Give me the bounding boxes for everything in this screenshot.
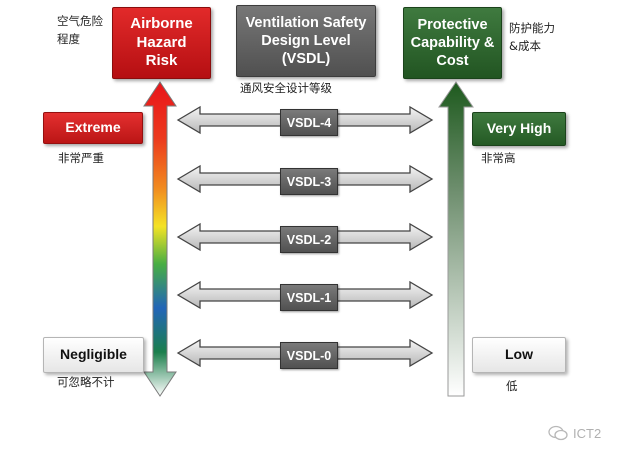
vsdl-2-label: VSDL-2	[286, 232, 332, 247]
risk-chinese-label: 空气危险 程度	[57, 14, 103, 46]
extreme-label: Extreme	[43, 112, 143, 144]
protective-chinese-label: 防护能力 &成本	[509, 21, 555, 53]
vsdl-3-label: VSDL-3	[286, 174, 332, 189]
vsdl-1-box: VSDL-1	[280, 284, 338, 311]
vsdl-title: Ventilation Safety Design Level (VSDL)	[245, 14, 367, 68]
airborne-hazard-risk-title: Airborne Hazard Risk	[130, 14, 193, 70]
negligible-label: Negligible	[43, 337, 144, 373]
very-high-text: Very High	[486, 120, 552, 137]
vsdl-0-box: VSDL-0	[280, 342, 338, 369]
wechat-icon	[548, 425, 568, 441]
extreme-chinese-label: 非常严重	[58, 151, 104, 165]
vsdl-3-box: VSDL-3	[280, 168, 338, 195]
low-label: Low	[472, 337, 566, 373]
low-chinese-label: 低	[506, 379, 518, 393]
low-text: Low	[505, 346, 533, 363]
negligible-text: Negligible	[60, 346, 127, 363]
very-high-chinese-label: 非常高	[481, 151, 516, 165]
very-high-label: Very High	[472, 112, 566, 146]
watermark: ICT2	[548, 425, 601, 441]
vsdl-4-box: VSDL-4	[280, 109, 338, 136]
protective-capability-title: Protective Capability & Cost	[410, 16, 495, 70]
vsdl-chinese-label: 通风安全设计等级	[240, 81, 332, 95]
airborne-hazard-risk-header: Airborne Hazard Risk	[112, 7, 211, 79]
vsdl-0-label: VSDL-0	[286, 348, 332, 363]
negligible-chinese-label: 可忽略不计	[57, 375, 115, 389]
vsdl-4-label: VSDL-4	[286, 115, 332, 130]
vsdl-header: Ventilation Safety Design Level (VSDL)	[236, 5, 376, 77]
extreme-text: Extreme	[65, 119, 121, 136]
protective-capability-header: Protective Capability & Cost	[403, 7, 502, 79]
vsdl-2-box: VSDL-2	[280, 226, 338, 253]
protective-gradient-arrow	[438, 81, 474, 397]
vsdl-1-label: VSDL-1	[286, 290, 332, 305]
risk-gradient-arrow	[143, 81, 177, 397]
watermark-text: ICT2	[573, 425, 602, 441]
